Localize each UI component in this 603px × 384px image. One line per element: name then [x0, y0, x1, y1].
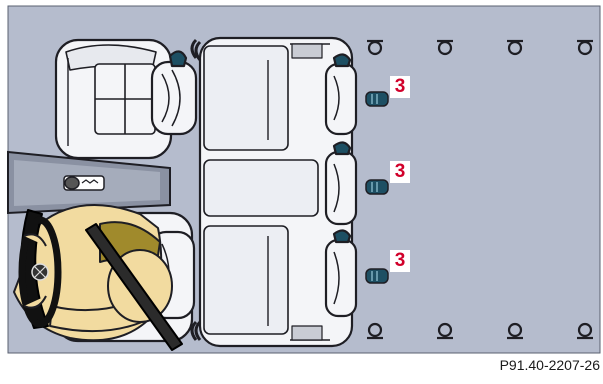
- seat-anchor-1-icon: [366, 92, 388, 106]
- rear-bench-seat: [196, 38, 356, 346]
- gear-lever-icon: [64, 176, 104, 190]
- callout-3-lower: 3: [390, 250, 410, 272]
- figure-code: P91.40-2207-26: [488, 356, 600, 374]
- seat-anchor-3-icon: [366, 269, 388, 283]
- callout-3-upper: 3: [390, 76, 410, 98]
- driver-figure: [14, 205, 182, 350]
- callout-3-middle: 3: [390, 161, 410, 183]
- seat-anchor-2-icon: [366, 180, 388, 194]
